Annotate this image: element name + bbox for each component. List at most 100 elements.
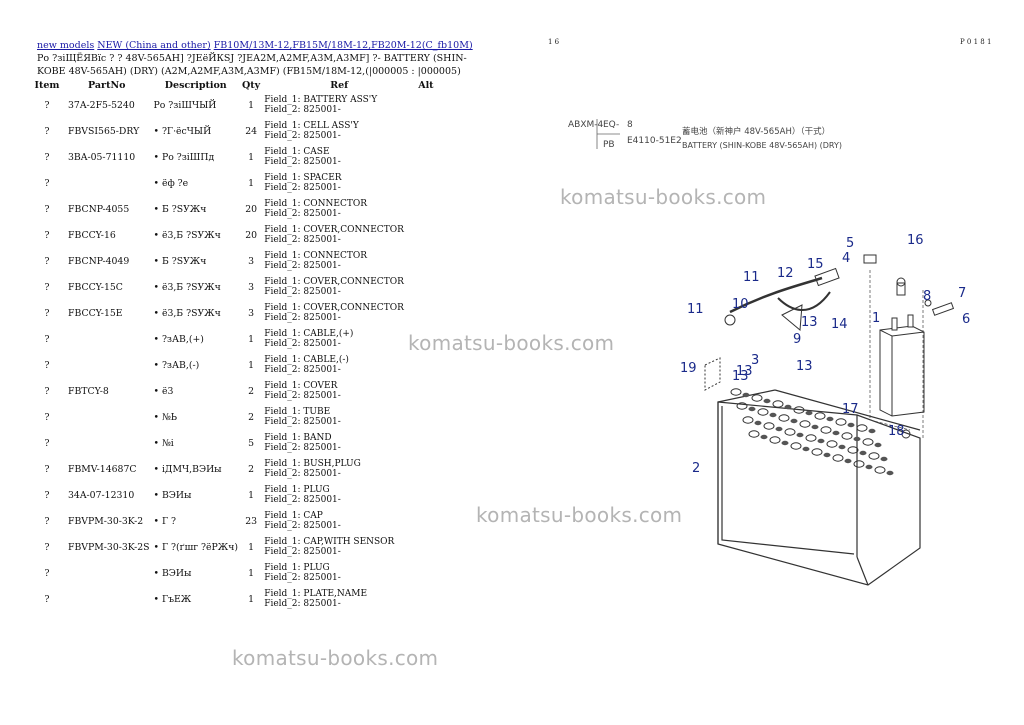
cell-alt <box>416 378 435 404</box>
ref-field-2: Field_2: 825001- <box>264 599 341 609</box>
cell-partno <box>62 170 152 196</box>
cell-qty: 1 <box>248 567 255 579</box>
cell-cap <box>862 438 874 446</box>
cell-alt <box>416 118 435 144</box>
connector-terminal <box>748 406 756 412</box>
cell-cap <box>778 414 790 422</box>
cell-description: • №Ь <box>153 411 178 423</box>
watermark: komatsu-books.com <box>476 503 683 527</box>
cell-qty: 1 <box>248 151 255 163</box>
cell-assy <box>879 314 925 417</box>
ref-field-2: Field_2: 825001- <box>264 261 341 271</box>
cell-description: • Б ?SУЖч <box>153 255 207 267</box>
cell-description: • ?Г·ёсЧЫЙ <box>153 125 212 137</box>
cell-description: • ё3,Б ?SУЖч <box>153 307 221 319</box>
cell-cap <box>730 388 742 396</box>
cell-qty: 1 <box>248 99 255 111</box>
ref-field-2: Field_2: 825001- <box>264 313 341 323</box>
ref-field-2: Field_2: 825001- <box>264 131 341 141</box>
callout-label: 4 <box>842 251 850 266</box>
connector-terminal <box>865 464 873 470</box>
ref-field-2: Field_2: 825001- <box>264 183 341 193</box>
connector-terminal <box>784 404 792 410</box>
cell-item: ? <box>44 515 50 527</box>
cell-item: ? <box>44 307 50 319</box>
cell-cap <box>772 400 784 408</box>
breadcrumb-link-new-models[interactable]: new models <box>37 40 95 51</box>
cell-partno: FBVSI565-DRY <box>68 125 140 137</box>
cell-item: ? <box>44 359 50 371</box>
connector-terminal <box>811 424 819 430</box>
connector-terminal <box>826 416 834 422</box>
connector-terminal <box>775 426 783 432</box>
watermark: komatsu-books.com <box>232 646 439 670</box>
ref-field-2: Field_2: 825001- <box>264 417 341 427</box>
callout-label: 15 <box>807 257 824 272</box>
cell-partno: FBCCY-15C <box>68 281 123 293</box>
cell-description: Ро ?зіШЧЫЙ <box>153 99 217 111</box>
cell-cap <box>811 448 823 456</box>
cell-qty: 1 <box>248 489 255 501</box>
cable-terminal <box>724 314 736 326</box>
diagram-code-abxm: ABXM-4 <box>568 120 604 130</box>
cell-item: ? <box>44 567 50 579</box>
small-parts <box>863 254 955 439</box>
cell-partno: FBTCY-8 <box>68 385 109 397</box>
connector-terminal <box>853 436 861 442</box>
cell-item: ? <box>44 385 50 397</box>
battery-case <box>717 389 921 586</box>
cell-alt <box>416 196 435 222</box>
ref-field-1: Field_1: CAP,WITH SENSOR <box>264 536 395 547</box>
ref-field-2: Field_2: 825001- <box>264 547 341 557</box>
cell-qty: 2 <box>248 385 255 397</box>
cell-description: • Ро ?зіШПд <box>153 151 215 163</box>
spacer <box>704 357 721 391</box>
cell-partno: 37A-2F5-5240 <box>68 99 135 111</box>
cell-alt <box>416 222 435 248</box>
ref-field-2: Field_2: 825001- <box>264 339 341 349</box>
cell-cap <box>820 426 832 434</box>
cell-qty: 1 <box>248 333 255 345</box>
cell-partno: FBVPM-30-3K-2 <box>68 515 144 527</box>
cell-description: • ГъЕЖ <box>153 593 192 605</box>
connector-terminal <box>886 470 894 476</box>
ref-field-2: Field_2: 825001- <box>264 495 341 505</box>
column-header-item: Item <box>34 79 60 91</box>
breadcrumb-link-model[interactable]: FB10M/13M-12,FB15M/18M-12,FB20M-12(C_fb1… <box>213 40 473 51</box>
cell-cap <box>814 412 826 420</box>
breadcrumb-link-region[interactable]: NEW (China and other) <box>97 40 211 51</box>
ref-field-1: Field_1: COVER,CONNECTOR <box>264 302 404 313</box>
callout-label: 8 <box>923 289 931 304</box>
cell-cap <box>856 424 868 432</box>
cell-qty: 3 <box>248 255 255 267</box>
cell-partno: FBCNP-4049 <box>68 255 130 267</box>
connector-terminal <box>844 458 852 464</box>
cell-qty: 5 <box>248 437 255 449</box>
connector-terminal <box>838 444 846 450</box>
cell-item: ? <box>44 281 50 293</box>
cell-qty: 1 <box>248 359 255 371</box>
cell-item: ? <box>44 151 50 163</box>
cell-qty: 1 <box>248 593 255 605</box>
callout-label: 18 <box>888 424 905 439</box>
connector-terminal <box>859 450 867 456</box>
cell-description: • ё3,Б ?SУЖч <box>153 229 221 241</box>
connector-terminal <box>760 434 768 440</box>
connector-terminal <box>847 422 855 428</box>
ref-field-2: Field_2: 825001- <box>264 105 341 115</box>
cell-partno: FBVPM-30-3K-2S <box>68 541 150 553</box>
